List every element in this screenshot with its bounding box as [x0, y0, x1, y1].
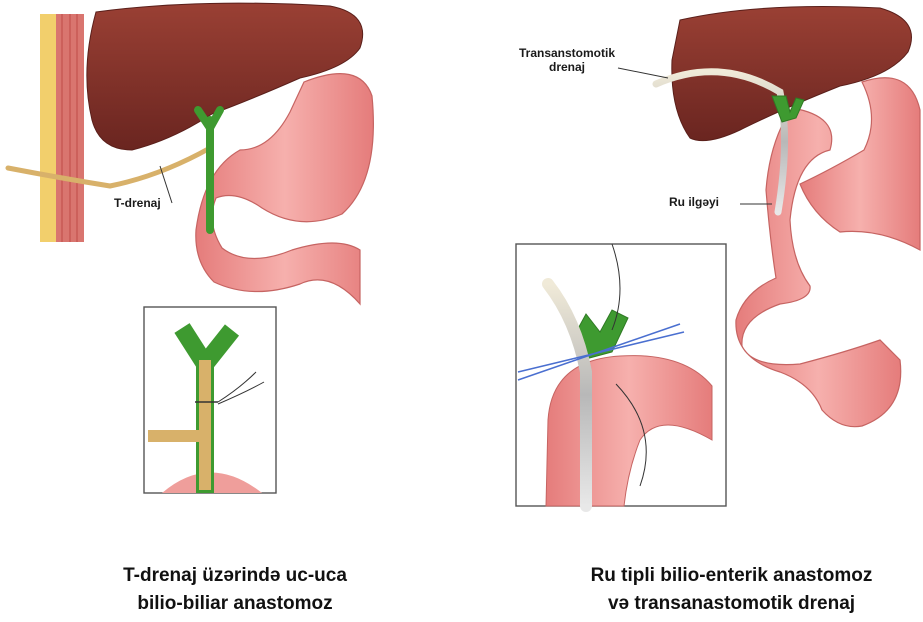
- label-transanastomotic-line2: drenaj: [511, 60, 623, 74]
- label-roux-loop: Ru ilgəyi: [669, 195, 719, 209]
- left-t-tube-external: [8, 148, 210, 186]
- right-caption: Ru tipli bilio-enterik anastomoz və tran…: [540, 562, 923, 618]
- left-caption-line2: bilio-biliar anastomoz: [70, 590, 400, 618]
- right-inset: [516, 244, 726, 506]
- right-caption-line2: və transanastomotik drenaj: [540, 590, 923, 618]
- left-caption: T-drenaj üzərində uc-uca bilio-biliar an…: [70, 562, 400, 618]
- left-spine-structure: [40, 14, 84, 242]
- label-transanastomotic-drain: Transanstomotik drenaj: [511, 46, 623, 74]
- right-transanastomotic-leader: [618, 68, 668, 78]
- label-transanastomotic-line1: Transanstomotik: [511, 46, 623, 60]
- left-inset: [144, 307, 276, 493]
- left-caption-line1: T-drenaj üzərində uc-uca: [70, 562, 400, 590]
- right-caption-line1: Ru tipli bilio-enterik anastomoz: [540, 562, 923, 590]
- right-stomach: [800, 78, 920, 250]
- label-t-drain: T-drenaj: [114, 196, 161, 210]
